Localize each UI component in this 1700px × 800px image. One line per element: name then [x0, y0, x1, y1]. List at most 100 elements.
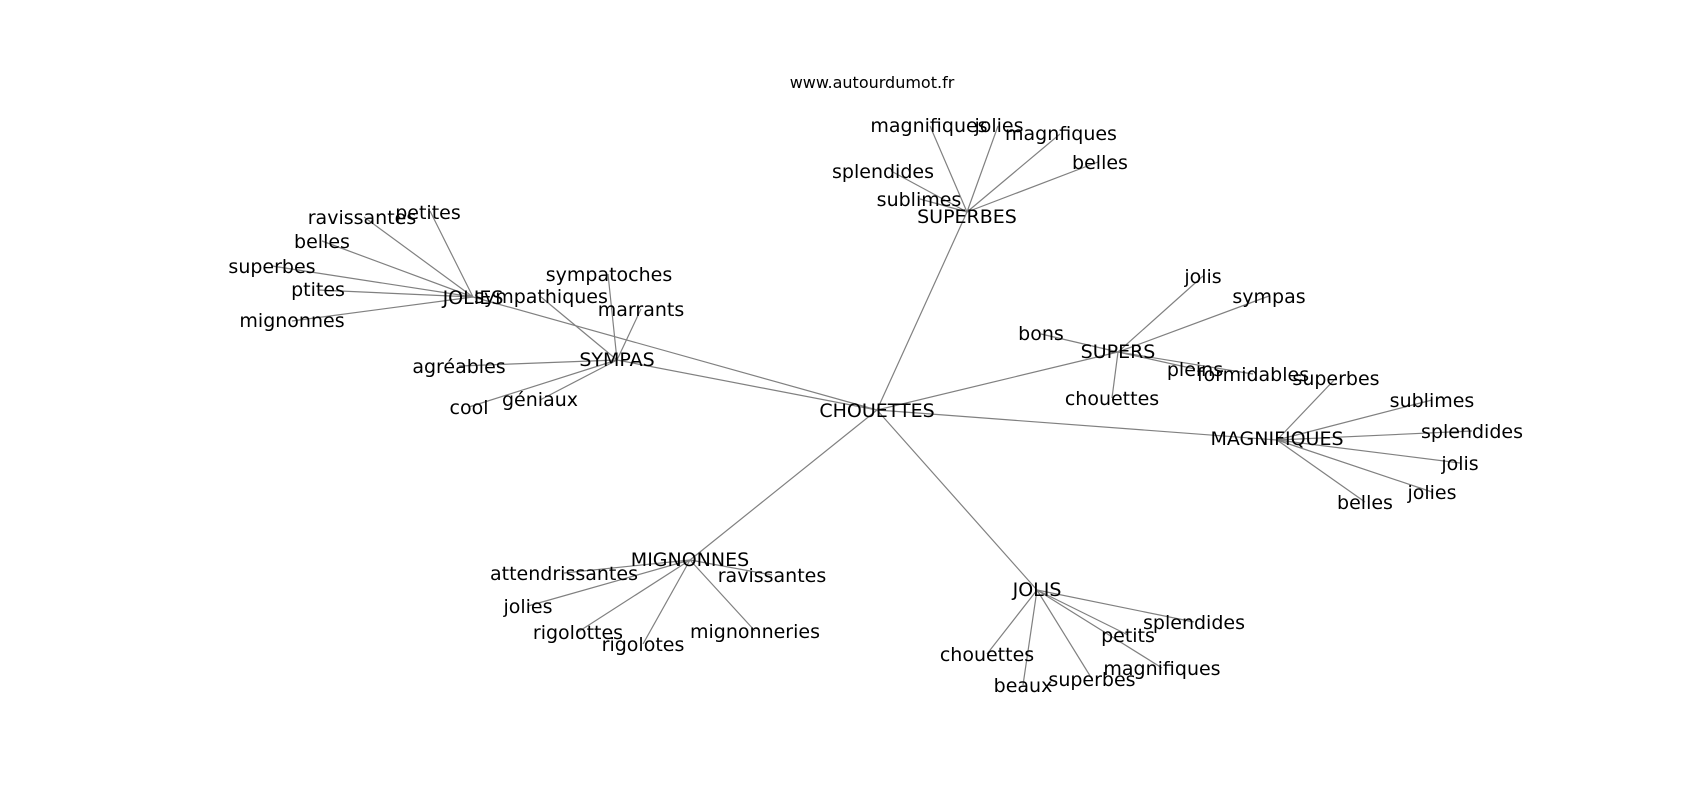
child-edge: [1276, 430, 1473, 441]
related-word: superbes: [1292, 368, 1379, 390]
child-edge: [1117, 275, 1204, 353]
child-edge: [1276, 439, 1461, 464]
root-edge: [876, 211, 968, 411]
child-edge: [1117, 351, 1196, 370]
root-edge: [876, 351, 1119, 411]
cluster-word: MIGNONNES: [631, 549, 749, 571]
child-edge: [890, 170, 968, 213]
child-edge: [1276, 439, 1366, 503]
related-word: sublimes: [877, 189, 962, 211]
root-word: CHOUETTES: [819, 400, 934, 422]
related-word: attendrissantes: [490, 563, 638, 585]
child-edge: [1117, 295, 1270, 353]
related-word: sympatoches: [546, 264, 673, 286]
source-watermark: www.autourdumot.fr: [790, 73, 955, 92]
related-word: belles: [1072, 152, 1128, 174]
related-word: mignonneries: [690, 621, 820, 643]
related-word: cool: [450, 397, 489, 419]
root-edge: [876, 409, 1038, 591]
related-word: formidables: [1197, 364, 1309, 386]
related-word: superbes: [228, 256, 315, 278]
child-edge: [616, 308, 642, 361]
child-edge: [317, 289, 474, 298]
child-edge: [1036, 589, 1163, 669]
related-word: géniaux: [502, 389, 578, 411]
child-edge: [1117, 351, 1254, 375]
child-edge: [527, 559, 691, 607]
related-word: jolis: [1183, 266, 1221, 288]
related-word: ptites: [291, 279, 345, 301]
related-word: sympas: [1232, 286, 1305, 308]
cluster-word: MAGNIFIQUES: [1210, 428, 1343, 450]
related-word: jolis: [1440, 453, 1478, 475]
related-word: agréables: [412, 356, 505, 378]
child-edge: [577, 559, 691, 633]
child-edge: [1036, 589, 1129, 636]
related-word: jolies: [502, 596, 552, 618]
related-word: splendides: [1421, 421, 1523, 443]
child-edge: [1036, 589, 1195, 623]
graph-labels: www.autourdumot.fr CHOUETTES SUPERBES magn…: [228, 73, 1523, 697]
root-edge: [616, 359, 878, 411]
cluster-word: JOLIS: [1012, 579, 1062, 601]
related-word: ravissantes: [718, 565, 827, 587]
child-edge: [1276, 399, 1433, 441]
child-edge: [1276, 439, 1433, 493]
related-word: petits: [1101, 625, 1155, 647]
related-word: jolies: [973, 115, 1023, 137]
child-edge: [919, 198, 968, 213]
cluster-word: JOLIES: [442, 287, 504, 309]
related-word: magnifiques: [1103, 658, 1220, 680]
related-word: belles: [1337, 492, 1393, 514]
child-edge: [563, 559, 691, 574]
cluster-word: SYMPAS: [579, 349, 654, 371]
related-word: splendides: [1143, 612, 1245, 634]
related-word: marrants: [598, 299, 684, 321]
related-word: rigolotes: [602, 634, 685, 656]
related-word: rigolottes: [533, 622, 623, 644]
cluster-word: SUPERS: [1081, 341, 1156, 363]
related-word: superbes: [1048, 669, 1135, 691]
cluster-word: SUPERBES: [917, 206, 1017, 228]
child-edge: [458, 359, 618, 367]
root-edge: [689, 409, 878, 561]
child-edge: [1111, 351, 1119, 399]
child-edge: [429, 210, 474, 298]
related-word: sympathiques: [474, 286, 608, 308]
graph-edges: [271, 125, 1473, 686]
child-edge: [1036, 589, 1093, 680]
related-word: jolies: [1406, 482, 1456, 504]
child-edge: [271, 265, 474, 298]
child-edge: [642, 559, 691, 645]
child-edge: [539, 359, 618, 401]
child-edge: [468, 359, 618, 408]
related-word: belles: [294, 231, 350, 253]
child-edge: [929, 125, 968, 213]
child-edge: [966, 133, 1061, 213]
related-word: petites: [395, 202, 461, 224]
related-word: bons: [1018, 323, 1064, 345]
child-edge: [291, 296, 474, 322]
child-edge: [986, 589, 1038, 655]
child-edge: [1040, 333, 1119, 353]
related-word: pleins: [1167, 359, 1223, 381]
related-word: beaux: [994, 675, 1053, 697]
root-edge: [472, 296, 878, 411]
child-edge: [966, 125, 999, 213]
child-edge: [1022, 589, 1038, 686]
child-edge: [689, 559, 756, 632]
child-edge: [1276, 377, 1337, 441]
child-edge: [966, 161, 1099, 213]
related-word: sublimes: [1390, 390, 1475, 412]
related-word: magnfiques: [1005, 123, 1117, 145]
child-edge: [689, 559, 773, 576]
related-word: magnifiques: [870, 115, 987, 137]
related-word: mignonnes: [239, 310, 344, 332]
related-word: ravissantes: [308, 207, 417, 229]
child-edge: [363, 216, 474, 298]
child-edge: [607, 273, 618, 361]
child-edge: [540, 296, 618, 361]
related-word: chouettes: [940, 644, 1034, 666]
related-word: chouettes: [1065, 388, 1159, 410]
